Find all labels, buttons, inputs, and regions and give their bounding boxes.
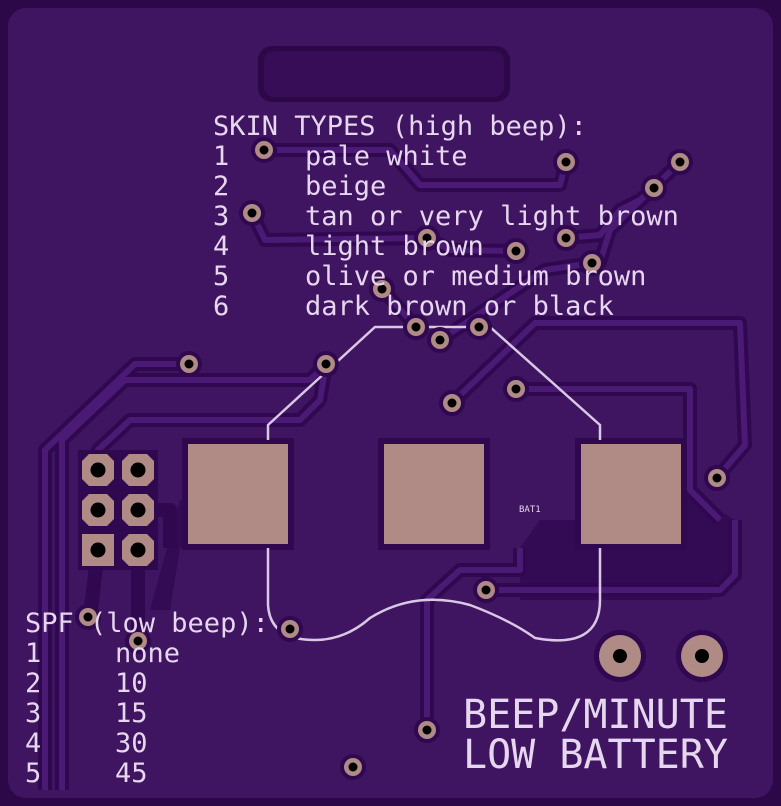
skin-types-legend: SKIN TYPES (high beep): 1 pale white 2 b… <box>213 111 679 322</box>
via <box>427 327 453 353</box>
header-pin <box>118 450 158 490</box>
slot <box>264 51 504 97</box>
skin-type-label: light brown <box>305 231 484 262</box>
via <box>641 175 667 201</box>
spf-title: SPF (low beep): <box>25 608 269 639</box>
skin-type-num: 5 <box>213 261 229 292</box>
spf-num: 3 <box>25 698 41 729</box>
pin-header <box>78 450 158 570</box>
via <box>704 465 730 491</box>
battery-pads <box>182 438 687 550</box>
battery-pad-center <box>384 444 484 544</box>
battery-outline-bottom <box>266 548 602 642</box>
skin-types-title: SKIN TYPES (high beep): <box>213 111 587 142</box>
via <box>125 628 151 654</box>
skin-type-label: tan or very light brown <box>305 201 679 232</box>
header-pin-1 <box>78 530 118 570</box>
via <box>340 754 366 780</box>
via <box>503 376 529 402</box>
skin-type-num: 1 <box>213 141 229 172</box>
battery-outline-top <box>266 325 602 440</box>
via <box>466 314 492 340</box>
via <box>277 616 303 642</box>
via <box>553 149 579 175</box>
button-pads <box>594 630 728 682</box>
header-pin <box>78 450 118 490</box>
via <box>313 351 339 377</box>
spf-value: none <box>115 638 180 669</box>
battery-pad-right <box>581 444 681 544</box>
via <box>579 250 605 276</box>
battery-pad-left <box>188 444 288 544</box>
spf-value: 10 <box>115 668 148 699</box>
spf-value: 30 <box>115 728 148 759</box>
board-surface <box>8 8 773 798</box>
via <box>369 276 395 302</box>
skin-type-num: 4 <box>213 231 229 262</box>
via <box>667 149 693 175</box>
header-pin <box>78 490 118 530</box>
skin-type-label: olive or medium brown <box>305 261 646 292</box>
via <box>503 238 529 264</box>
via <box>403 314 429 340</box>
via <box>553 225 579 251</box>
via <box>251 137 277 163</box>
vias <box>75 137 730 780</box>
via <box>239 200 265 226</box>
skin-type-label: dark brown or black <box>305 291 614 322</box>
via <box>176 351 202 377</box>
low-battery-label: LOW BATTERY <box>463 732 728 778</box>
via <box>75 604 101 630</box>
battery-designator: BAT1 <box>519 505 541 515</box>
via <box>439 390 465 416</box>
skin-type-label: beige <box>305 171 386 202</box>
header-pin <box>118 530 158 570</box>
skin-type-num: 6 <box>213 291 229 322</box>
spf-num: 2 <box>25 668 41 699</box>
spf-num: 1 <box>25 638 41 669</box>
via <box>414 717 440 743</box>
via <box>414 225 440 251</box>
beep-minute-label: BEEP/MINUTE <box>463 692 728 738</box>
skin-type-num: 3 <box>213 201 229 232</box>
header-pin <box>118 490 158 530</box>
spf-value: 15 <box>115 698 148 729</box>
skin-type-num: 2 <box>213 171 229 202</box>
via <box>473 577 499 603</box>
spf-value: 45 <box>115 758 148 789</box>
spf-num: 4 <box>25 728 41 759</box>
spf-legend: SPF (low beep): 1 none 2 10 3 15 4 30 5 … <box>25 608 269 789</box>
skin-type-label: pale white <box>305 141 468 172</box>
spf-num: 5 <box>25 758 41 789</box>
